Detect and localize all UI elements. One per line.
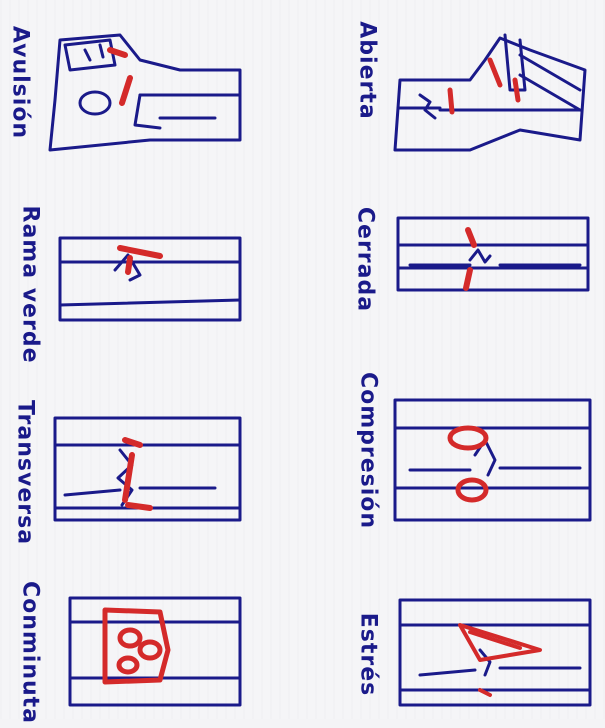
- estres-drawing: [400, 600, 590, 705]
- label-cerrada: Cerrada: [353, 200, 378, 320]
- cerrada-drawing: [398, 218, 588, 290]
- label-conminuta: Conminuta: [18, 578, 43, 728]
- label-compresion: Compresión: [356, 371, 381, 531]
- compresion-drawing: [395, 400, 590, 520]
- label-estres: Estrés: [356, 605, 381, 705]
- avulsion-drawing: [50, 35, 240, 150]
- rama-verde-drawing: [60, 238, 240, 320]
- rama-verde-red-marks: [120, 248, 160, 272]
- label-transversa: Transversa: [13, 398, 38, 548]
- label-avulsion: Avulsión: [8, 23, 33, 143]
- estres-red-marks: [460, 625, 540, 695]
- transversa-red-marks: [125, 440, 150, 508]
- label-abierta: Abierta: [355, 11, 380, 131]
- abierta-drawing: [395, 35, 585, 150]
- label-rama-verde: Rama verde: [18, 206, 43, 356]
